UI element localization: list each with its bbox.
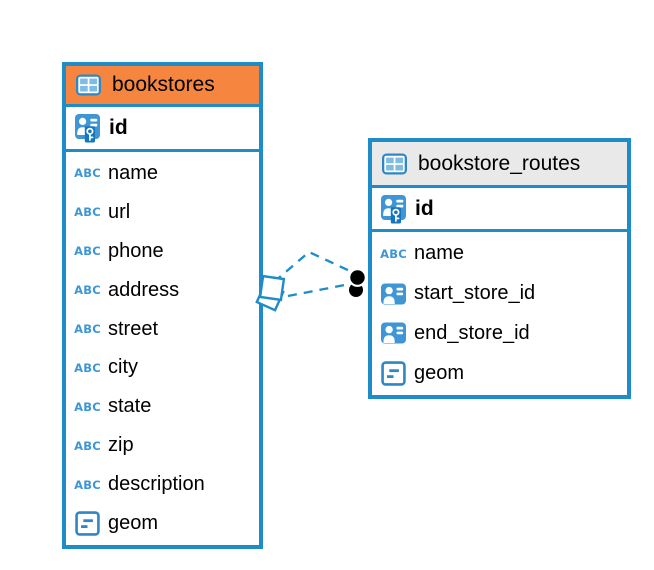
column-name: geom <box>414 361 465 384</box>
column-name: city <box>108 356 138 379</box>
column-row-id[interactable]: id <box>372 188 627 232</box>
column-name: start_store_id <box>414 282 536 305</box>
column-list: ABC name start_store_id end_store_id ge <box>372 232 627 395</box>
column-name: description <box>108 473 205 496</box>
column-row-state[interactable]: ABC state <box>66 387 259 426</box>
column-row-geom[interactable]: geom <box>66 504 259 543</box>
primary-key-icon <box>379 194 408 224</box>
table-icon <box>74 74 103 96</box>
column-name: id <box>415 196 434 220</box>
text-type-icon: ABC <box>74 205 101 220</box>
column-row-phone[interactable]: ABC phone <box>66 232 259 271</box>
text-type-icon: ABC <box>74 166 101 181</box>
text-type-icon: ABC <box>74 477 101 492</box>
geometry-column-icon <box>73 511 102 536</box>
column-name: name <box>108 161 159 184</box>
column-name: zip <box>108 434 134 457</box>
column-name: name <box>414 242 465 265</box>
column-name: phone <box>108 239 164 262</box>
text-type-icon: ABC <box>74 244 101 259</box>
table-bookstores[interactable]: bookstores id ABC name ABC url ABC phone… <box>62 62 263 549</box>
column-name: end_store_id <box>414 321 530 344</box>
table-header[interactable]: bookstore_routes <box>372 142 627 188</box>
geometry-column-icon <box>379 361 408 386</box>
column-row-street[interactable]: ABC street <box>66 310 259 349</box>
relationship-line[interactable] <box>287 282 351 298</box>
column-name: url <box>108 200 131 223</box>
text-type-icon: ABC <box>74 360 101 375</box>
column-row-geom[interactable]: geom <box>372 353 627 393</box>
column-name: street <box>108 317 159 340</box>
text-type-icon: ABC <box>74 322 101 337</box>
column-row-url[interactable]: ABC url <box>66 193 259 232</box>
column-row-end-store-id[interactable]: end_store_id <box>372 314 627 354</box>
column-row-description[interactable]: ABC description <box>66 465 259 504</box>
reference-column-icon <box>379 283 408 305</box>
column-name: geom <box>108 512 159 535</box>
relationship-dot-endpoint[interactable] <box>348 268 367 297</box>
text-type-icon: ABC <box>74 283 101 298</box>
column-row-city[interactable]: ABC city <box>66 349 259 388</box>
column-list: ABC name ABC url ABC phone ABC address A… <box>66 152 259 545</box>
column-row-name[interactable]: ABC name <box>372 234 627 274</box>
text-type-icon: ABC <box>74 438 101 453</box>
text-type-icon: ABC <box>380 246 407 261</box>
column-name: id <box>109 116 128 139</box>
column-name: state <box>108 395 152 418</box>
column-row-name[interactable]: ABC name <box>66 154 259 193</box>
column-row-id[interactable]: id <box>66 107 259 152</box>
reference-column-icon <box>379 322 408 344</box>
column-row-address[interactable]: ABC address <box>66 271 259 310</box>
table-header[interactable]: bookstores <box>66 66 259 107</box>
table-title: bookstores <box>112 73 215 96</box>
column-name: address <box>108 278 180 301</box>
table-title: bookstore_routes <box>418 151 581 175</box>
table-bookstore-routes[interactable]: bookstore_routes id ABC name start_store… <box>368 138 631 399</box>
table-icon <box>380 153 409 175</box>
primary-key-icon <box>73 113 102 143</box>
relationship-line[interactable] <box>273 250 353 283</box>
text-type-icon: ABC <box>74 399 101 414</box>
column-row-zip[interactable]: ABC zip <box>66 426 259 465</box>
column-row-start-store-id[interactable]: start_store_id <box>372 274 627 314</box>
